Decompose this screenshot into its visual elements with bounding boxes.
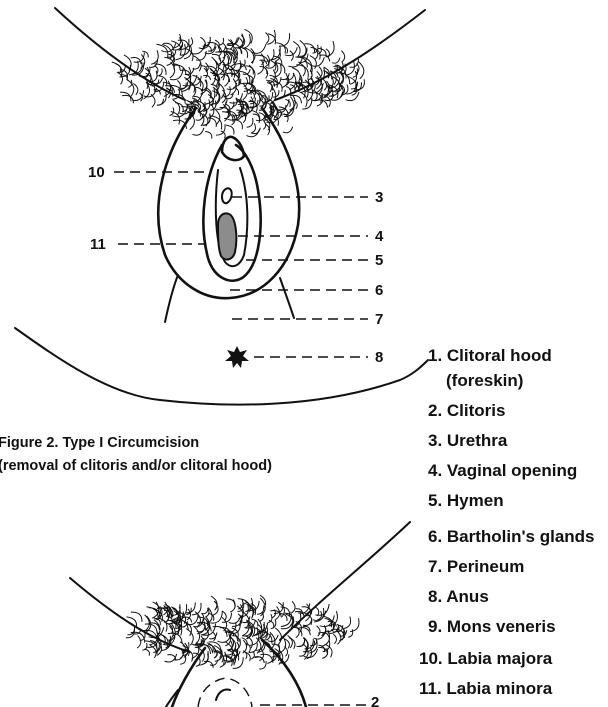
hair-stroke xyxy=(186,629,193,646)
hair-stroke xyxy=(310,57,324,66)
legend-item-7: 7. Perineum xyxy=(428,557,524,576)
hair-stroke xyxy=(341,51,344,63)
hair-stroke xyxy=(144,649,149,656)
hair-stroke xyxy=(266,80,272,92)
legend-item-1: 1. Clitoral hood xyxy=(428,346,552,365)
callout-7: 7 xyxy=(375,311,383,328)
hair-stroke xyxy=(226,125,234,134)
vaginal-opening xyxy=(218,213,236,259)
buttocks-curve xyxy=(15,328,428,405)
hair-stroke xyxy=(283,127,293,133)
hair-stroke xyxy=(120,92,131,101)
legend-item-2: 2. Clitoris xyxy=(428,401,505,420)
hair-stroke xyxy=(263,120,266,129)
hair-stroke xyxy=(200,37,205,49)
callout-6: 6 xyxy=(375,282,383,299)
anus-mark xyxy=(225,346,249,368)
hair-stroke xyxy=(137,636,141,649)
hair-stroke xyxy=(251,48,255,63)
callout-3: 3 xyxy=(375,189,383,206)
hair-stroke xyxy=(229,615,241,623)
legend-item-8: 8. Anus xyxy=(428,587,489,606)
hair-stroke xyxy=(314,90,317,101)
bottom-mons-hair xyxy=(126,595,359,669)
legend-item-10: 10. Labia majora xyxy=(419,649,553,668)
figure-caption-line2: (removal of clitoris and/or clitoral hoo… xyxy=(0,458,272,474)
hair-stroke xyxy=(201,609,208,614)
hair-stroke xyxy=(318,647,327,654)
hair-stroke xyxy=(202,654,208,665)
hair-stroke xyxy=(333,634,336,644)
hair-stroke xyxy=(286,87,291,95)
hair-stroke xyxy=(196,115,203,120)
hair-stroke xyxy=(170,68,183,80)
bottom-excision-dashed xyxy=(198,678,252,707)
hair-stroke xyxy=(275,50,280,62)
hair-stroke xyxy=(346,92,359,101)
hair-stroke xyxy=(359,62,364,79)
hair-stroke xyxy=(247,118,253,127)
bottom-hood-remnant xyxy=(216,689,230,700)
hair-stroke xyxy=(252,128,261,134)
hair-stroke xyxy=(298,91,307,107)
hair-stroke xyxy=(296,640,304,647)
legend: 1. Clitoral hood (foreskin) 2. Clitoris … xyxy=(419,346,595,698)
hair-stroke xyxy=(344,617,351,629)
hair-stroke xyxy=(282,73,288,88)
hair-stroke xyxy=(222,613,232,623)
hair-stroke xyxy=(298,628,311,636)
bottom-callout-partial: 2 xyxy=(371,694,379,707)
hair-stroke xyxy=(281,607,290,616)
hair-stroke xyxy=(131,58,141,64)
callout-10: 10 xyxy=(88,164,105,181)
callout-4: 4 xyxy=(375,228,384,245)
hair-stroke xyxy=(332,58,340,63)
hair-stroke xyxy=(259,661,266,669)
hair-stroke xyxy=(155,64,167,75)
hair-stroke xyxy=(348,629,353,637)
mons-veneris-hair xyxy=(112,29,365,138)
bottom-figure: 2 xyxy=(70,522,410,707)
legend-item-9: 9. Mons veneris xyxy=(428,617,556,636)
hair-stroke xyxy=(276,43,285,54)
hair-stroke xyxy=(193,128,204,135)
hair-stroke xyxy=(209,68,215,85)
hair-stroke xyxy=(274,82,282,92)
hair-stroke xyxy=(221,131,225,138)
hair-stroke xyxy=(187,614,198,625)
left-thigh-line xyxy=(165,275,178,322)
legend-item-3: 3. Urethra xyxy=(428,431,508,450)
hair-stroke xyxy=(216,124,225,135)
top-figure: 10 3 11 4 5 6 7 8 xyxy=(15,8,428,405)
legend-item-4: 4. Vaginal opening xyxy=(428,461,577,480)
callout-5: 5 xyxy=(375,252,383,269)
hair-stroke xyxy=(245,29,253,43)
hair-stroke xyxy=(131,612,142,622)
hair-stroke xyxy=(190,44,205,54)
hair-stroke xyxy=(292,601,295,613)
legend-item-5: 5. Hymen xyxy=(428,491,504,510)
hair-stroke xyxy=(154,66,158,74)
hair-stroke xyxy=(213,632,216,641)
hair-stroke xyxy=(317,626,321,637)
hair-stroke xyxy=(122,95,133,103)
hair-stroke xyxy=(337,631,341,644)
hair-stroke xyxy=(299,650,306,656)
legend-item-11: 11. Labia minora xyxy=(419,679,553,698)
hair-stroke xyxy=(159,76,167,86)
figure-caption-line1: Figure 2. Type I Circumcision xyxy=(0,435,199,451)
legend-item-6: 6. Bartholin's glands xyxy=(428,527,595,546)
hair-stroke xyxy=(316,100,328,108)
legend-item-1-sub: (foreskin) xyxy=(446,371,523,390)
hair-stroke xyxy=(350,618,359,631)
urethra xyxy=(222,188,232,203)
right-thigh-line xyxy=(280,278,294,318)
hair-stroke xyxy=(275,628,281,645)
callout-8: 8 xyxy=(375,349,383,366)
hair-stroke xyxy=(205,132,212,139)
hair-stroke xyxy=(164,57,174,69)
callout-11: 11 xyxy=(90,236,106,253)
